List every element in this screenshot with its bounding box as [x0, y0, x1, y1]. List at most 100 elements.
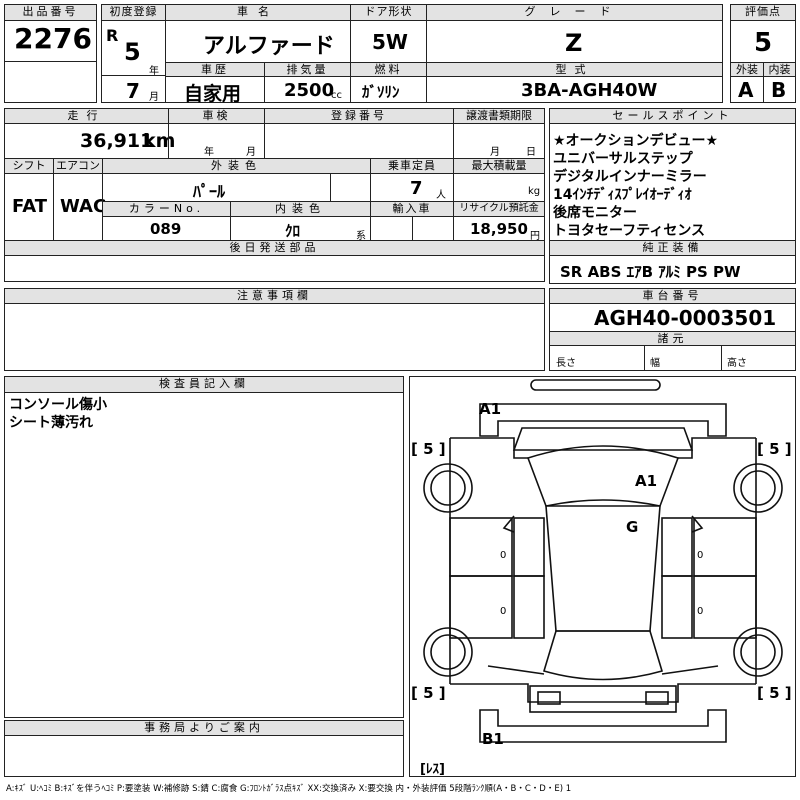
- tire-rear-right: [ 5 ]: [757, 684, 792, 702]
- capacity-value: 7: [410, 178, 423, 199]
- ext-color-value: ﾊﾟｰﾙ: [193, 182, 226, 201]
- spare-tire: [ﾚｽ]: [420, 762, 445, 777]
- later-parts-box: [4, 255, 545, 282]
- inspection-label: 車検: [168, 108, 265, 124]
- car-name: アルファード: [203, 34, 335, 59]
- equipment-value: SR ABS ｴｱB ｱﾙﾐ PS PW: [560, 263, 741, 281]
- sales-point-2: ユニバーサルステップ: [553, 151, 693, 167]
- car-name-label: 車名: [165, 4, 351, 21]
- capacity-unit: 人: [436, 190, 446, 201]
- first-reg-era: R: [106, 26, 119, 45]
- transfer-month-unit: 月: [490, 147, 500, 158]
- ext-color-sub: [330, 173, 371, 202]
- displacement-unit: cc: [331, 90, 342, 101]
- tire-front-right: [ 5 ]: [757, 440, 792, 458]
- score-value: 5: [754, 28, 773, 58]
- equipment-box: [549, 255, 796, 284]
- mark-front-bumper: A1: [479, 400, 502, 418]
- int-grade-label: 内装: [763, 62, 796, 77]
- shift-label: シフト: [4, 158, 54, 174]
- dims-width-label: 幅: [650, 358, 660, 369]
- grade-label: グレード: [426, 4, 723, 21]
- sales-point-3: デジタルインナーミラー: [553, 169, 707, 185]
- transfer-day-unit: 日: [526, 147, 536, 158]
- door-mark-2: 0: [500, 606, 507, 617]
- fuel-value: ｶﾞｿﾘﾝ: [362, 83, 400, 101]
- recycle-value: 18,950: [470, 220, 528, 238]
- lot-number: 2276: [14, 22, 92, 55]
- dims-length-label: 長さ: [556, 358, 576, 369]
- int-color-value: ｸﾛ: [285, 222, 301, 240]
- mileage-label: 走行: [4, 108, 169, 124]
- door-mark-4: 0: [697, 606, 704, 617]
- dims-label: 諸元: [549, 331, 796, 346]
- int-grade-value: B: [771, 78, 787, 102]
- first-reg-year: 5: [124, 38, 141, 66]
- int-grade-box: [763, 76, 796, 103]
- ext-grade-value: A: [738, 78, 754, 102]
- reg-no-box: [264, 123, 454, 159]
- color-no-label: カラーNo.: [102, 201, 231, 217]
- max-load-label: 最大積載量: [453, 158, 545, 174]
- later-parts-label: 後日発送部品: [4, 240, 545, 256]
- inspector-box: [4, 392, 404, 718]
- mileage-value: 36,911: [80, 130, 154, 152]
- int-color-box: [230, 216, 371, 241]
- first-reg-month: 7: [126, 79, 140, 103]
- car-diagram: [423, 379, 783, 743]
- model-box: [426, 76, 723, 103]
- inspector-label: 検査員記入欄: [4, 376, 404, 393]
- car-diagram-frame: [409, 376, 796, 777]
- sales-point-6: トヨタセーフティセンス: [553, 223, 706, 239]
- int-color-unit: 系: [356, 231, 366, 242]
- aircon-label: エアコン: [53, 158, 103, 174]
- dims-height-box: [721, 345, 796, 371]
- fuel-label: 燃料: [350, 62, 427, 77]
- inspector-line-2: シート薄汚れ: [9, 415, 93, 431]
- displacement-label: 排気量: [264, 62, 351, 77]
- reg-no-label: 登録番号: [264, 108, 454, 124]
- door-value: 5W: [372, 30, 408, 54]
- grade-value: Z: [565, 29, 583, 57]
- lot-label: 出品番号: [4, 4, 97, 21]
- score-label: 評価点: [730, 4, 796, 21]
- history-label: 車歴: [165, 62, 265, 77]
- tire-rear-left: [ 5 ]: [411, 684, 446, 702]
- mark-rear-bumper: B1: [482, 730, 504, 748]
- mark-windshield: G: [626, 518, 639, 536]
- inspection-month-unit: 月: [246, 147, 256, 158]
- first-reg-year-unit: 年: [149, 66, 159, 77]
- sales-point-4: 14ｲﾝﾁﾃﾞｨｽﾌﾟﾚｲｵｰﾃﾞｨｵ: [553, 187, 692, 203]
- recycle-unit: 円: [530, 231, 540, 242]
- door-mark-1: 0: [500, 550, 507, 561]
- lot-empty-box: [4, 61, 97, 103]
- ext-grade-label: 外装: [730, 62, 764, 77]
- sales-points-label: セールスポイント: [549, 108, 796, 124]
- inspector-line-1: コンソール傷小: [9, 397, 107, 413]
- mark-hood: A1: [635, 472, 658, 490]
- dims-height-label: 高さ: [727, 358, 747, 369]
- import-sub: [370, 216, 413, 241]
- capacity-label: 乗車定員: [370, 158, 454, 174]
- legend-footer: A:ｷｽﾞ U:ﾍｺﾐ B:ｷｽﾞを伴うﾍｺﾐ P:要塗装 W:補修跡 S:錆 …: [6, 784, 572, 794]
- chassis-label: 車台番号: [549, 288, 796, 304]
- chassis-value: AGH40-0003501: [594, 306, 777, 330]
- door-label: ドア形状: [350, 4, 427, 21]
- recycle-label: リサイクル預託金: [453, 201, 545, 217]
- shift-value: FAT: [12, 196, 48, 217]
- aircon-value: WAC: [60, 196, 107, 217]
- tire-front-left: [ 5 ]: [411, 440, 446, 458]
- max-load-unit: kg: [528, 186, 541, 197]
- notes-box: [4, 303, 545, 371]
- transfer-label: 譲渡書類期限: [453, 108, 545, 124]
- history-value: 自家用: [184, 83, 242, 105]
- notes-label: 注意事項欄: [4, 288, 545, 304]
- color-no-value: 089: [150, 220, 182, 238]
- first-reg-month-unit: 月: [149, 92, 159, 103]
- first-reg-label: 初度登録: [101, 4, 166, 21]
- model-label: 型式: [426, 62, 723, 77]
- office-label: 事務局よりご案内: [4, 720, 404, 736]
- equipment-label: 純正装備: [549, 240, 796, 256]
- mileage-unit: km: [143, 130, 176, 152]
- int-color-label: 内装色: [230, 201, 371, 217]
